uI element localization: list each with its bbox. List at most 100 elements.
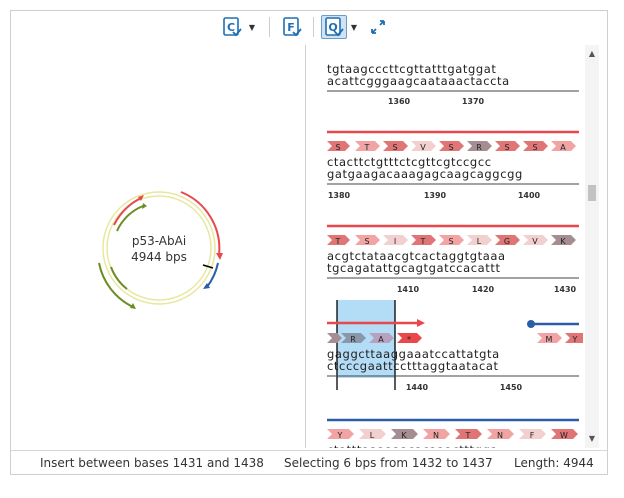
pane-divider[interactable]	[305, 45, 306, 448]
svg-text:Q: Q	[328, 21, 337, 34]
svg-text:C: C	[227, 21, 235, 34]
sequence-block: S T S V S R S S A ctacttctgtttctcgttcgtc…	[327, 130, 579, 200]
plasmid-map[interactable]: p53-AbAi 4944 bps	[11, 45, 305, 448]
svg-text:T: T	[364, 143, 370, 152]
sequence-block: T S I T S L G V K acgtctataacgtcactaggtg…	[327, 224, 579, 294]
toolbar-separator	[313, 17, 314, 37]
sequence-scrollbar[interactable]: ▲ ▼	[585, 45, 599, 448]
expand-button[interactable]	[365, 15, 391, 39]
svg-text:T: T	[420, 237, 426, 246]
position-tick: 1410	[397, 285, 420, 294]
dna-bottom-strand: acattcgggaagcaataaactaccta	[327, 74, 510, 88]
svg-text:I: I	[394, 237, 396, 246]
svg-text:S: S	[504, 143, 509, 152]
feature-arrowhead	[203, 283, 210, 289]
feature-arrowhead	[142, 203, 147, 209]
svg-text:S: S	[392, 143, 397, 152]
position-tick: 1360	[388, 97, 411, 106]
svg-text:S: S	[532, 143, 537, 152]
svg-text:V: V	[420, 143, 426, 152]
view-options-icon: Q	[325, 17, 344, 37]
svg-text:Y: Y	[572, 335, 578, 344]
feature-arc[interactable]	[110, 266, 128, 290]
svg-text:V: V	[532, 237, 538, 246]
dna-top-strand: gaggcttaaggaaatccattatgta	[327, 347, 500, 361]
svg-text:F: F	[287, 21, 295, 34]
svg-text:T: T	[335, 237, 341, 246]
feature-arrowhead	[138, 195, 144, 201]
svg-text:M: M	[546, 335, 553, 344]
svg-text:A: A	[560, 143, 566, 152]
aa-track: T S I T S L G V K	[327, 235, 576, 246]
features-icon: F	[283, 17, 302, 37]
aa-track: R A * M Y	[327, 333, 583, 344]
svg-text:K: K	[401, 431, 407, 440]
svg-text:F: F	[530, 431, 535, 440]
dna-top-strand: ctacttctgtttctcgttcgtccgcc	[327, 155, 492, 169]
cursor-marker	[202, 264, 214, 269]
selection-status: Selecting 6 bps from 1432 to 1437	[284, 456, 493, 470]
svg-text:S: S	[448, 237, 453, 246]
position-tick: 1370	[462, 97, 485, 106]
svg-text:T: T	[465, 431, 471, 440]
view-options-button[interactable]: Q	[321, 15, 347, 39]
sequence-panel[interactable]: tgtaagcccttcgttatttgatggat acattcgggaagc…	[307, 45, 583, 448]
scroll-up-arrow[interactable]: ▲	[588, 49, 596, 58]
svg-text:S: S	[335, 143, 340, 152]
svg-text:Y: Y	[337, 431, 343, 440]
position-tick: 1380	[328, 191, 351, 200]
dna-bottom-strand: gatgaagacaaagagcaagcaggcgg	[327, 167, 523, 181]
expand-icon	[371, 20, 385, 34]
aa-track: Y L K N T N F W	[327, 429, 578, 440]
plasmid-map-panel: p53-AbAi 4944 bps	[11, 45, 305, 448]
feature-arc[interactable]	[180, 191, 221, 256]
toolbar: C ▼ F Q ▼	[11, 11, 607, 45]
svg-text:L: L	[370, 431, 375, 440]
feature-arc[interactable]	[116, 205, 144, 232]
svg-text:A: A	[378, 335, 384, 344]
feature-arc[interactable]	[113, 197, 142, 226]
app-window: C ▼ F Q ▼	[10, 10, 608, 475]
features-button[interactable]: F	[279, 15, 305, 39]
toolbar-separator	[269, 17, 270, 37]
svg-text:*: *	[407, 335, 411, 344]
svg-text:N: N	[433, 431, 439, 440]
feature-arrowhead	[216, 253, 223, 260]
position-tick: 1420	[472, 285, 495, 294]
position-tick: 1450	[500, 383, 523, 392]
feature-arc[interactable]	[98, 262, 134, 308]
copy-dropdown-caret[interactable]: ▼	[248, 22, 256, 32]
svg-text:S: S	[364, 237, 369, 246]
position-tick: 1430	[554, 285, 577, 294]
feature-arrowhead	[417, 319, 425, 327]
aa-track: S T S V S R S S A	[327, 141, 576, 152]
position-tick: 1440	[406, 383, 429, 392]
sequence-block: tgtaagcccttcgttatttgatggat acattcgggaagc…	[327, 62, 579, 106]
dna-bottom-strand: tgcagatattgcagtgatccacattt	[327, 261, 501, 275]
dna-top-strand: tgtaagcccttcgttatttgatggat	[327, 62, 497, 76]
feature-arrowhead	[130, 303, 136, 309]
sequence-length-status: Length: 4944	[514, 456, 594, 470]
dna-bottom-strand: ctcccgaattcctttaggtaatacat	[327, 359, 499, 373]
svg-text:L: L	[477, 237, 482, 246]
status-bar: Insert between bases 1431 and 1438 Selec…	[11, 450, 607, 475]
svg-text:N: N	[497, 431, 503, 440]
svg-text:R: R	[350, 335, 356, 344]
plasmid-length: 4944 bps	[131, 250, 187, 264]
plasmid-name: p53-AbAi	[132, 234, 186, 248]
dna-top-strand: acgtctataacgtcactaggtgtaaa	[327, 249, 506, 263]
position-tick: 1400	[518, 191, 541, 200]
insert-position-status: Insert between bases 1431 and 1438	[40, 456, 264, 470]
sequence-view[interactable]: tgtaagcccttcgttatttgatggat acattcgggaagc…	[307, 45, 583, 448]
scroll-thumb[interactable]	[588, 185, 596, 201]
position-tick: 1390	[424, 191, 447, 200]
sequence-block: Y L K N T N F W ctatttaaaaaacacaaactttgg…	[327, 418, 579, 448]
copy-sequence-button[interactable]: C	[219, 15, 245, 39]
svg-text:R: R	[476, 143, 482, 152]
view-dropdown-caret[interactable]: ▼	[350, 22, 358, 32]
svg-text:W: W	[560, 431, 568, 440]
svg-text:G: G	[504, 237, 510, 246]
svg-text:S: S	[448, 143, 453, 152]
scroll-down-arrow[interactable]: ▼	[588, 434, 596, 443]
dna-top-strand: ctatttaaaaaacacaaactttgga	[327, 443, 498, 448]
